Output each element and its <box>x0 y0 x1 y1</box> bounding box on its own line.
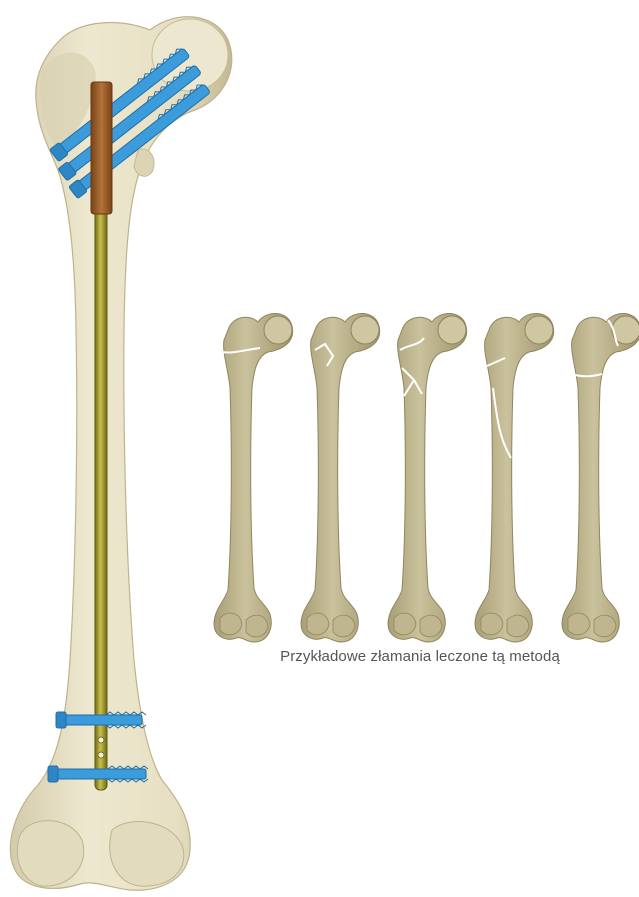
nail-proximal-cap <box>91 82 112 214</box>
fracture-example-2 <box>301 313 380 642</box>
fracture-example-3 <box>388 313 467 642</box>
nail-hole <box>98 737 104 743</box>
intramedullary-nail <box>95 210 107 790</box>
fracture-example-1 <box>214 313 293 642</box>
femur-bone <box>10 17 231 890</box>
lesser-trochanter <box>134 149 154 176</box>
fracture-example-5 <box>562 313 639 642</box>
fracture-example-4 <box>475 313 554 642</box>
fracture-examples-caption: Przykładowe złamania leczone tą metodą <box>210 648 630 665</box>
nail-hole <box>98 752 104 758</box>
fracture-examples-row <box>200 300 639 645</box>
